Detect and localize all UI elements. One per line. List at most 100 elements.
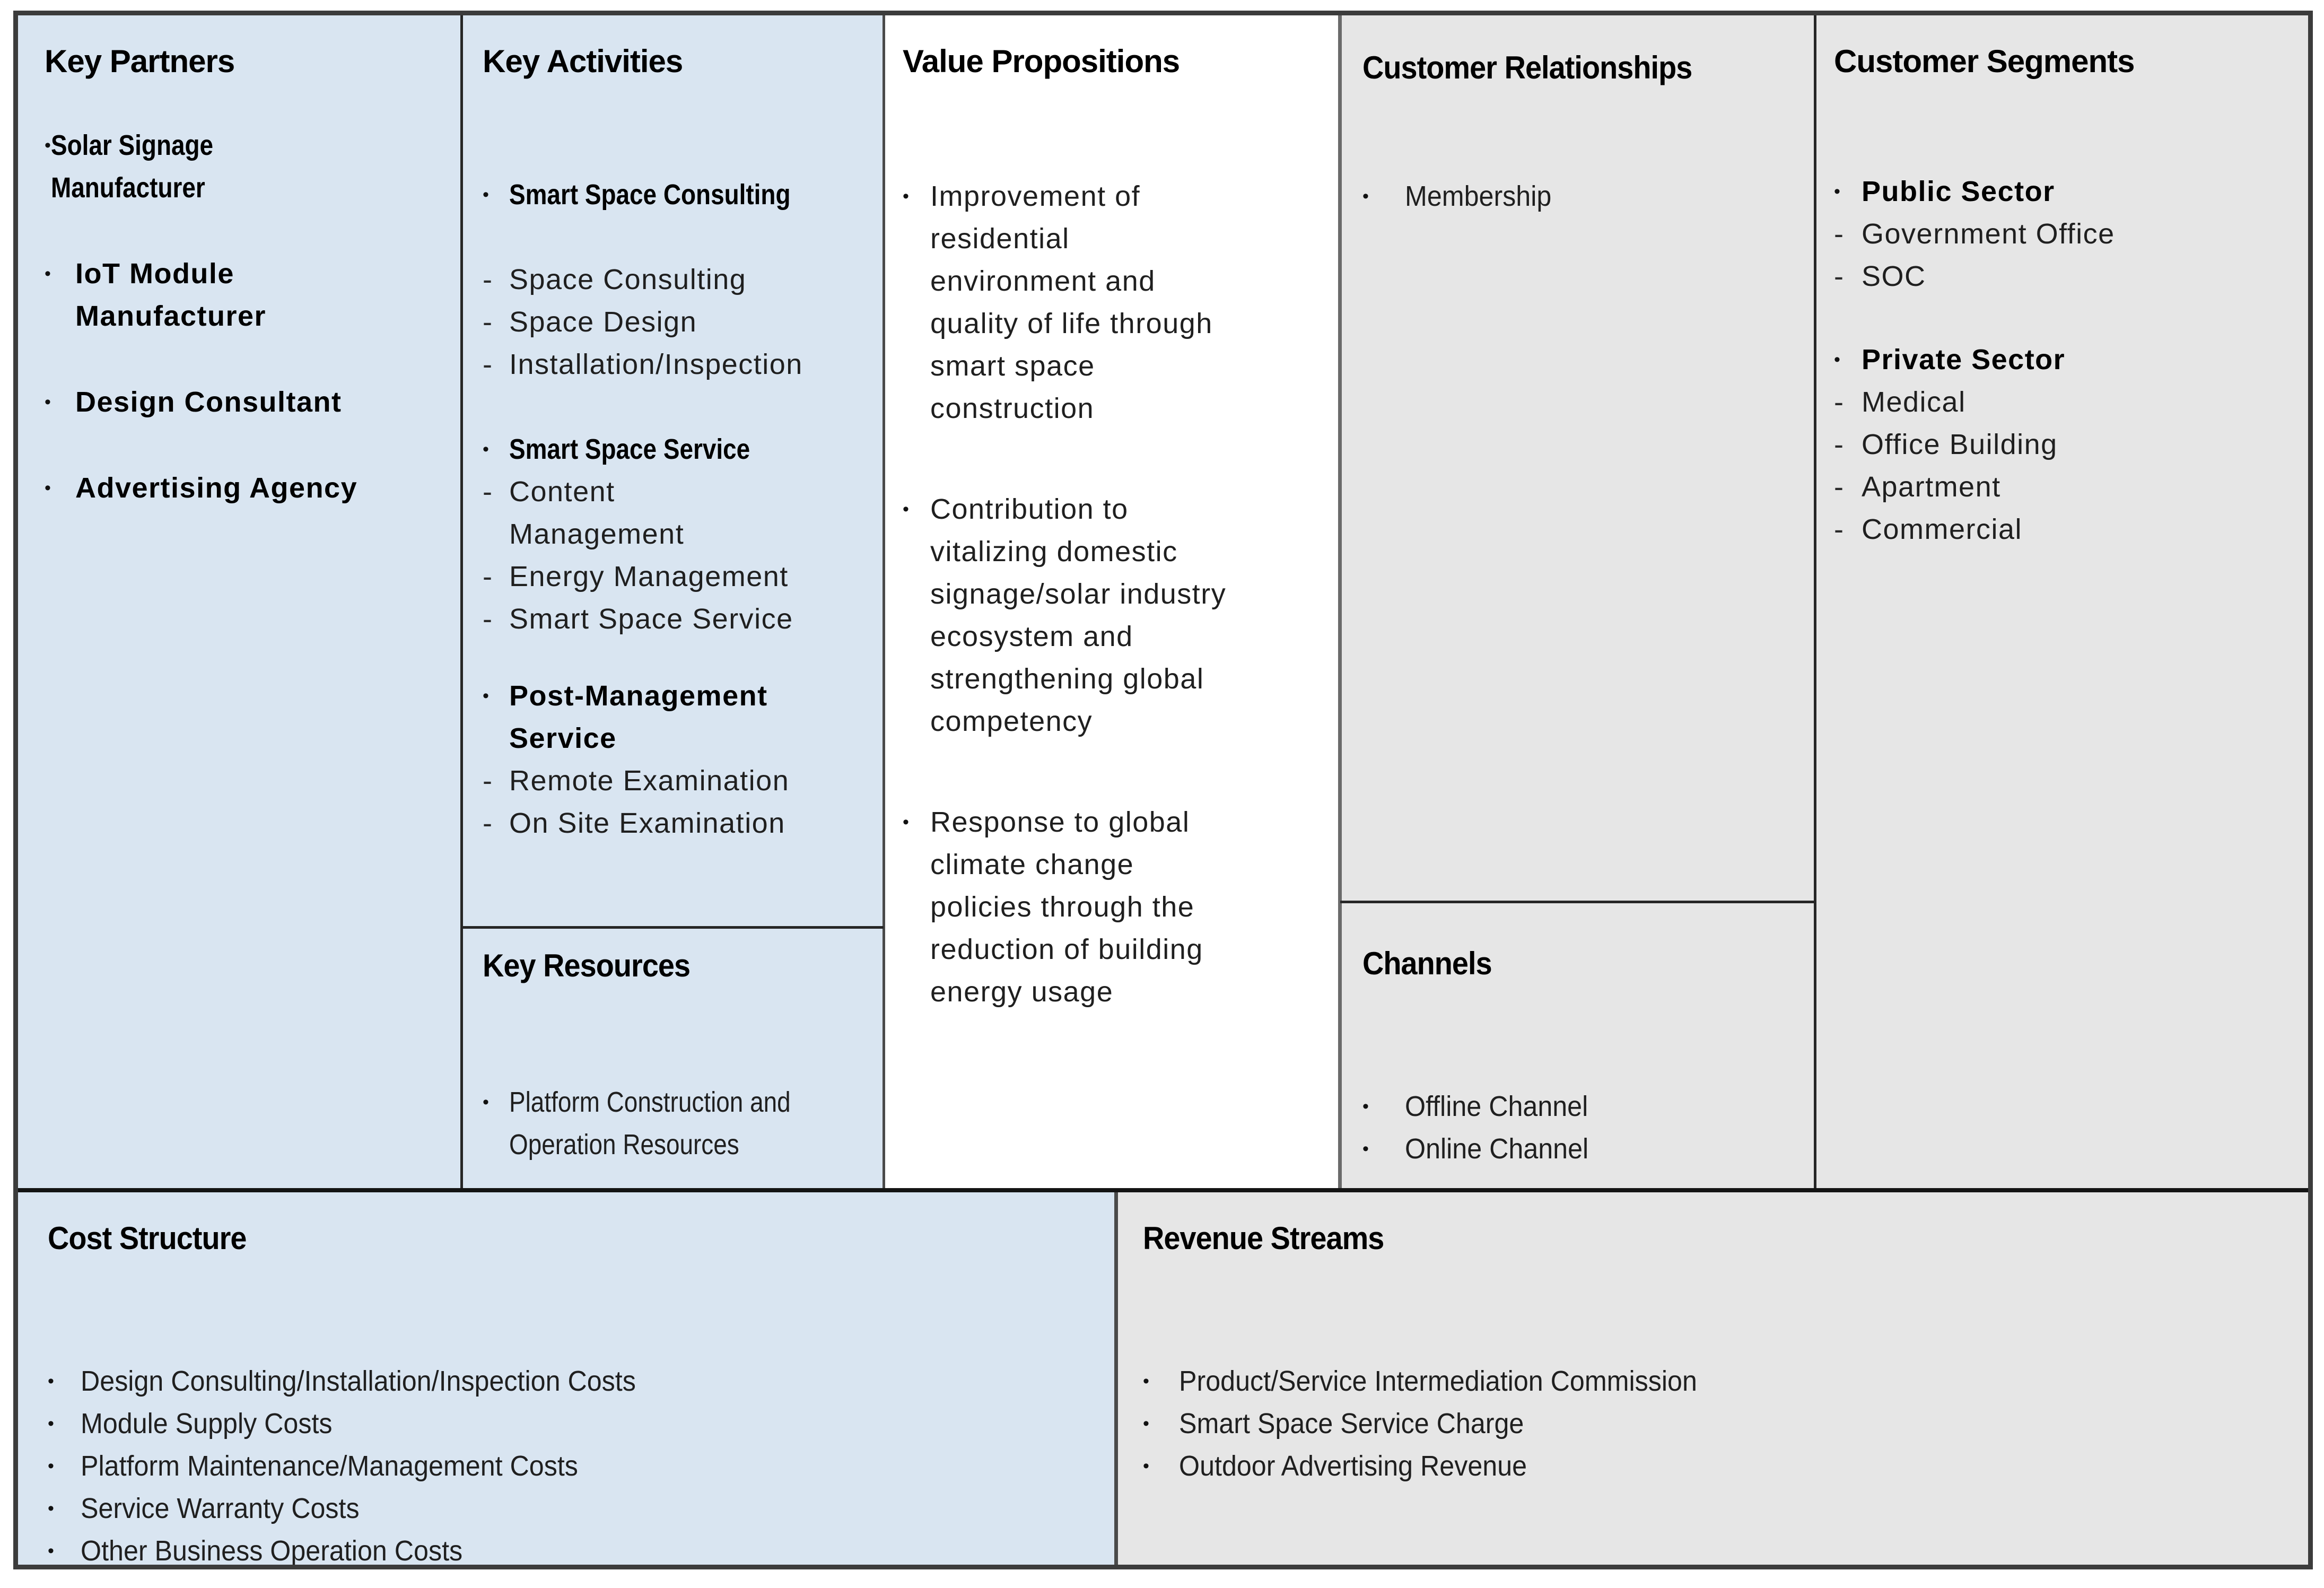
list-item: • Outdoor Advertising Revenue xyxy=(1143,1445,2297,1487)
section-key-partners: Key Partners • Solar Signage Manufacture… xyxy=(18,15,461,1189)
divider-col-4 xyxy=(1814,15,1816,1189)
list-item-label: Other Business Operation Costs xyxy=(81,1535,463,1565)
list-item: • IoT Module Manufacturer xyxy=(45,252,451,337)
dash-icon: - xyxy=(1834,513,1844,545)
list-item-label: Product/Service Intermediation Commissio… xyxy=(1179,1365,1697,1397)
divider-key-resources xyxy=(461,926,884,929)
cost-structure-list: • Design Consulting/Installation/Inspect… xyxy=(48,1360,1106,1565)
bullet-icon: • xyxy=(903,812,909,832)
section-title: Cost Structure xyxy=(48,1220,247,1256)
list-item-label: Membership xyxy=(1405,180,1552,212)
list-item: - Space Consulting xyxy=(483,258,875,301)
list-item-label: Platform Construction and Operation Reso… xyxy=(509,1086,791,1161)
bullet-icon: • xyxy=(1362,1096,1369,1116)
list-item-label: Apartment xyxy=(1862,471,2001,503)
list-item-label: Advertising Agency xyxy=(75,472,358,504)
section-title: Channels xyxy=(1362,946,1492,981)
list-item-label: Contribution to vitalizing domestic sign… xyxy=(930,493,1227,737)
list-item: • Contribution to vitalizing domestic si… xyxy=(903,488,1332,743)
channels-list: • Offline Channel • Online Channel xyxy=(1362,1085,1806,1170)
dash-icon: - xyxy=(1834,386,1844,418)
dash-icon: - xyxy=(483,348,492,380)
list-item: • Product/Service Intermediation Commiss… xyxy=(1143,1360,2297,1402)
bullet-icon: • xyxy=(1143,1414,1149,1434)
key-activities-list: • Smart Space Consulting - Space Consult… xyxy=(483,173,875,844)
bullet-icon: • xyxy=(48,1414,54,1434)
group-header: Public Sector xyxy=(1862,176,2055,207)
list-item: • Platform Maintenance/Management Costs xyxy=(48,1445,1106,1487)
divider-col-2 xyxy=(883,15,885,1189)
list-item: • Design Consultant xyxy=(45,381,451,423)
list-item: - Commercial xyxy=(1834,508,2300,551)
list-item-label: Space Consulting xyxy=(509,264,747,295)
bullet-icon: • xyxy=(45,264,51,284)
list-item-label: Medical xyxy=(1862,386,1966,418)
list-item: • Membership xyxy=(1362,175,1806,217)
bullet-icon: • xyxy=(483,185,489,205)
section-title: Key Activities xyxy=(483,43,683,79)
value-propositions-list: • Improvement of residential environment… xyxy=(903,175,1332,1013)
list-item: • Post-Management Service xyxy=(483,675,875,760)
list-item: - Space Design xyxy=(483,301,875,343)
dash-icon: - xyxy=(483,264,492,295)
key-partners-list: • Solar Signage Manufacturer • IoT Modul… xyxy=(45,124,451,509)
bullet-icon: • xyxy=(1834,350,1840,370)
list-item: - Office Building xyxy=(1834,423,2300,466)
list-item-label: Platform Maintenance/Management Costs xyxy=(81,1450,578,1482)
dash-icon: - xyxy=(483,807,492,839)
list-item: • Public Sector xyxy=(1834,170,2300,213)
bullet-icon: • xyxy=(1362,1139,1369,1159)
dash-icon: - xyxy=(483,476,492,508)
list-item-label: Content Management xyxy=(509,476,685,550)
bullet-icon: • xyxy=(903,186,909,206)
list-item-label: Online Channel xyxy=(1405,1133,1589,1165)
bullet-icon: • xyxy=(45,135,51,155)
list-item: • Platform Construction and Operation Re… xyxy=(483,1081,875,1166)
list-item: - Apartment xyxy=(1834,466,2300,508)
list-item: • Improvement of residential environment… xyxy=(903,175,1332,430)
list-item: - SOC xyxy=(1834,255,2300,298)
section-title: Key Resources xyxy=(483,948,691,983)
list-item: • Private Sector xyxy=(1834,338,2300,381)
list-item: • Smart Space Service Charge xyxy=(1143,1402,2297,1445)
list-item: - Smart Space Service xyxy=(483,598,875,640)
section-value-propositions: Value Propositions • Improvement of resi… xyxy=(884,15,1340,1189)
dash-icon: - xyxy=(1834,429,1844,460)
list-item: • Advertising Agency xyxy=(45,467,451,509)
bullet-icon: • xyxy=(48,1498,54,1519)
list-item-label: Smart Space Service Charge xyxy=(1179,1408,1524,1439)
list-item: • Response to global climate change poli… xyxy=(903,801,1332,1013)
divider-bottom-row xyxy=(18,1188,2308,1192)
list-item: - Installation/Inspection xyxy=(483,343,875,386)
bullet-icon: • xyxy=(903,499,909,519)
dash-icon: - xyxy=(1834,218,1844,250)
bullet-icon: • xyxy=(483,1092,489,1112)
bullet-icon: • xyxy=(45,478,51,498)
section-title: Value Propositions xyxy=(903,43,1180,79)
list-item-label: Remote Examination xyxy=(509,765,790,797)
list-item-label: Improvement of residential environment a… xyxy=(930,180,1213,424)
section-customer-relationships: Customer Relationships • Membership xyxy=(1340,15,1815,902)
dash-icon: - xyxy=(483,603,492,635)
section-title: Revenue Streams xyxy=(1143,1220,1384,1256)
list-item: • Offline Channel xyxy=(1362,1085,1806,1128)
section-key-resources: Key Resources • Platform Construction an… xyxy=(461,927,884,1189)
section-title: Customer Relationships xyxy=(1362,50,1692,85)
divider-channels xyxy=(1340,901,1815,903)
list-item: - Energy Management xyxy=(483,555,875,598)
section-customer-segments: Customer Segments • Public Sector - Gove… xyxy=(1815,15,2308,1189)
list-item-label: Design Consultant xyxy=(75,386,342,418)
list-item: - Remote Examination xyxy=(483,760,875,802)
list-item-label: Module Supply Costs xyxy=(81,1408,333,1439)
bullet-icon: • xyxy=(1143,1371,1149,1391)
bullet-icon: • xyxy=(48,1541,54,1561)
divider-cost-revenue xyxy=(1114,1192,1118,1565)
list-item-label: SOC xyxy=(1862,260,1926,292)
dash-icon: - xyxy=(1834,260,1844,292)
list-item: - Medical xyxy=(1834,381,2300,423)
bullet-icon: • xyxy=(1362,186,1369,206)
list-item: • Smart Space Consulting xyxy=(483,173,875,216)
list-item-label: Smart Space Service xyxy=(509,603,793,635)
list-item-label: Space Design xyxy=(509,306,697,338)
list-item: • Module Supply Costs xyxy=(48,1402,1106,1445)
